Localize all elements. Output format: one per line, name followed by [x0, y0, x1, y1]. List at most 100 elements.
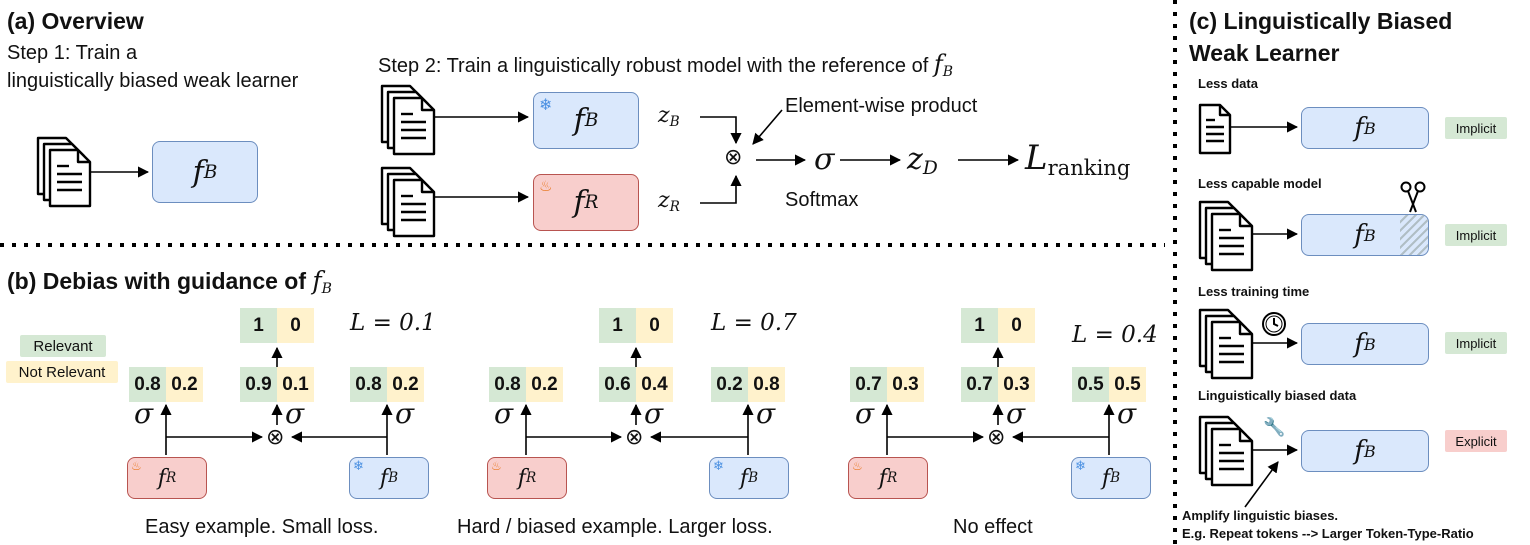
tag-explicit: Explicit: [1445, 430, 1507, 452]
snowflake-icon: ❄: [353, 459, 364, 474]
ex1-combined-not-relevant: 0.1: [277, 367, 314, 402]
snowflake-icon: ❄: [539, 95, 553, 114]
fire-icon: ♨: [852, 459, 863, 473]
softmax-label: Softmax: [785, 189, 859, 211]
ex3-fr-relevant: 0.7: [850, 367, 887, 402]
ex3-product-icon: ⊗: [987, 425, 1006, 450]
ex1-sigma-fb: σ: [395, 397, 415, 430]
wrench-icon: 🔧: [1263, 417, 1286, 438]
document-stack-icon: [1198, 415, 1254, 487]
document-stack-icon: [36, 136, 92, 208]
ex2-combined-not-relevant: 0.4: [636, 367, 673, 402]
zr-label: zR: [658, 188, 680, 215]
note-line1: Amplify linguistic biases.: [1182, 508, 1339, 523]
zd-label: zD: [907, 142, 938, 180]
ex3-sigma-fb: σ: [1117, 397, 1137, 430]
ex1-target-not-relevant: 0: [277, 308, 314, 343]
ex2-combined-relevant: 0.6: [599, 367, 636, 402]
step2-title: Step 2: Train a linguistically robust mo…: [378, 50, 954, 80]
document-stack-icon: [1198, 200, 1254, 272]
ex3-caption: No effect: [953, 516, 1033, 538]
row-label-biased-data: Linguistically biased data: [1198, 388, 1357, 403]
ex2-fb-relevant: 0.2: [711, 367, 748, 402]
fire-icon: ♨: [491, 459, 502, 473]
row-label-less-training-time: Less training time: [1198, 284, 1310, 299]
overview-title: (a) Overview: [7, 8, 144, 34]
ex1-sigma-combined: σ: [285, 397, 305, 430]
ex2-caption: Hard / biased example. Larger loss.: [457, 516, 773, 538]
ex2-fb-not-relevant: 0.8: [748, 367, 785, 402]
ex3-combined-relevant: 0.7: [961, 367, 998, 402]
ex2-sigma-fr: σ: [494, 397, 514, 430]
legend-relevant: Relevant: [20, 335, 106, 357]
weak-learner-title-line2: Weak Learner: [1189, 40, 1340, 66]
ex3-target-relevant: 1: [961, 308, 998, 343]
weak-learner-title-line1: (c) Linguistically Biased: [1189, 8, 1453, 34]
document-stack-icon: [380, 84, 436, 156]
tag-implicit-1: Implicit: [1445, 117, 1507, 139]
row-label-less-capable-model: Less capable model: [1198, 176, 1322, 191]
ex3-fb-not-relevant: 0.5: [1109, 367, 1146, 402]
ex2-target-not-relevant: 0: [636, 308, 673, 343]
ex3-sigma-fr: σ: [855, 397, 875, 430]
zb-label: zB: [658, 103, 680, 130]
fire-icon: ♨: [539, 177, 553, 195]
ex2-target-relevant: 1: [599, 308, 636, 343]
scissors-icon: [1400, 181, 1426, 213]
debias-title: (b) Debias with guidance of fB: [7, 266, 332, 297]
ex2-sigma-fb: σ: [756, 397, 776, 430]
tag-implicit-2: Implicit: [1445, 224, 1507, 246]
step1-line1: Step 1: Train a: [7, 42, 138, 64]
elementwise-product-icon: ⊗: [724, 145, 743, 170]
snowflake-icon: ❄: [1075, 459, 1086, 474]
ex2-fr-relevant: 0.8: [489, 367, 526, 402]
note-line2: E.g. Repeat tokens --> Larger Token-Type…: [1182, 526, 1474, 541]
snowflake-icon: ❄: [713, 459, 724, 474]
ex1-product-icon: ⊗: [266, 425, 285, 450]
clock-icon: [1262, 312, 1286, 336]
ex1-caption: Easy example. Small loss.: [145, 516, 379, 538]
ex1-sigma-fr: σ: [134, 397, 154, 430]
ex1-fr-relevant: 0.8: [129, 367, 166, 402]
ranking-loss-label: Lranking: [1025, 138, 1131, 180]
step1-line2: linguistically biased weak learner: [7, 70, 299, 92]
sigma-symbol: σ: [814, 142, 835, 177]
ex3-loss: L = 0.4: [1072, 322, 1158, 348]
document-stack-icon: [1198, 308, 1254, 380]
row-label-less-data: Less data: [1198, 76, 1258, 91]
ex1-target-relevant: 1: [240, 308, 277, 343]
ex1-fr-not-relevant: 0.2: [166, 367, 203, 402]
ex3-fr-not-relevant: 0.3: [887, 367, 924, 402]
ex3-combined-not-relevant: 0.3: [998, 367, 1035, 402]
ex2-product-icon: ⊗: [625, 425, 644, 450]
ex3-target-not-relevant: 0: [998, 308, 1035, 343]
ex1-loss: L = 0.1: [350, 310, 436, 336]
ex1-fb-relevant: 0.8: [350, 367, 387, 402]
legend-not-relevant: Not Relevant: [6, 361, 118, 383]
ex2-fr-not-relevant: 0.2: [526, 367, 563, 402]
ex3-fb-relevant: 0.5: [1072, 367, 1109, 402]
fire-icon: ♨: [131, 459, 142, 473]
ex1-combined-relevant: 0.9: [240, 367, 277, 402]
ex2-loss: L = 0.7: [711, 310, 797, 336]
tag-implicit-3: Implicit: [1445, 332, 1507, 354]
elementwise-product-label: Element-wise product: [785, 95, 978, 117]
document-icon: [1198, 103, 1232, 155]
document-stack-icon: [380, 166, 436, 238]
ex3-sigma-combined: σ: [1006, 397, 1026, 430]
pruned-region-hatch: [1400, 215, 1428, 255]
ex2-sigma-combined: σ: [644, 397, 664, 430]
